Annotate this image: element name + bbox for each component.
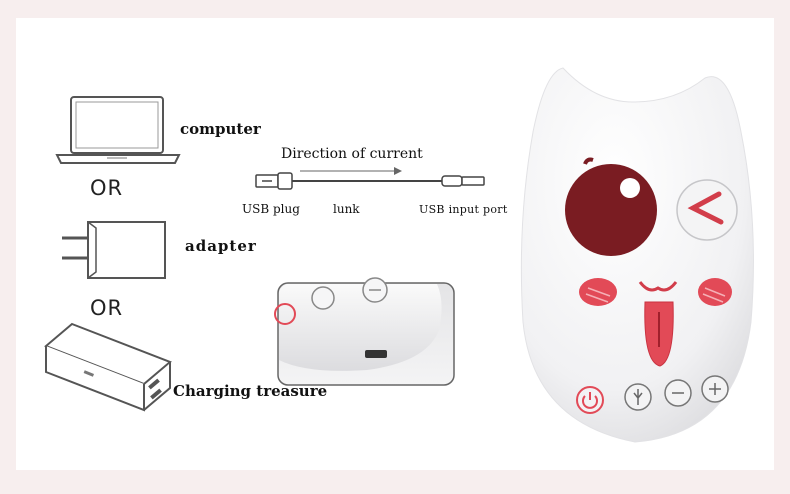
charging-treasure-label: Charging treasure [173,382,328,400]
direction-arrow [300,167,402,175]
laptop-icon [55,96,181,164]
usb-cable-icon [255,172,485,190]
or-text-2: OR [90,296,124,320]
mode-button-icon[interactable] [623,382,653,412]
adapter-label: adapter [185,237,257,255]
wall-adapter-icon [62,221,166,279]
cat-hand-warmer-device [520,67,754,443]
computer-label: computer [180,120,261,138]
direction-label: Direction of current [281,146,423,162]
or-text-1: OR [90,176,124,200]
usb-plug-label: USB plug [242,202,300,216]
usb-port-closeup [274,277,455,386]
usb-input-port-label: USB input port [419,203,508,216]
plus-button-icon[interactable] [700,374,730,404]
link-label: lunk [333,202,360,216]
power-bank-icon [44,322,172,412]
minus-button-icon[interactable] [663,378,693,408]
power-button-icon[interactable] [575,385,605,415]
